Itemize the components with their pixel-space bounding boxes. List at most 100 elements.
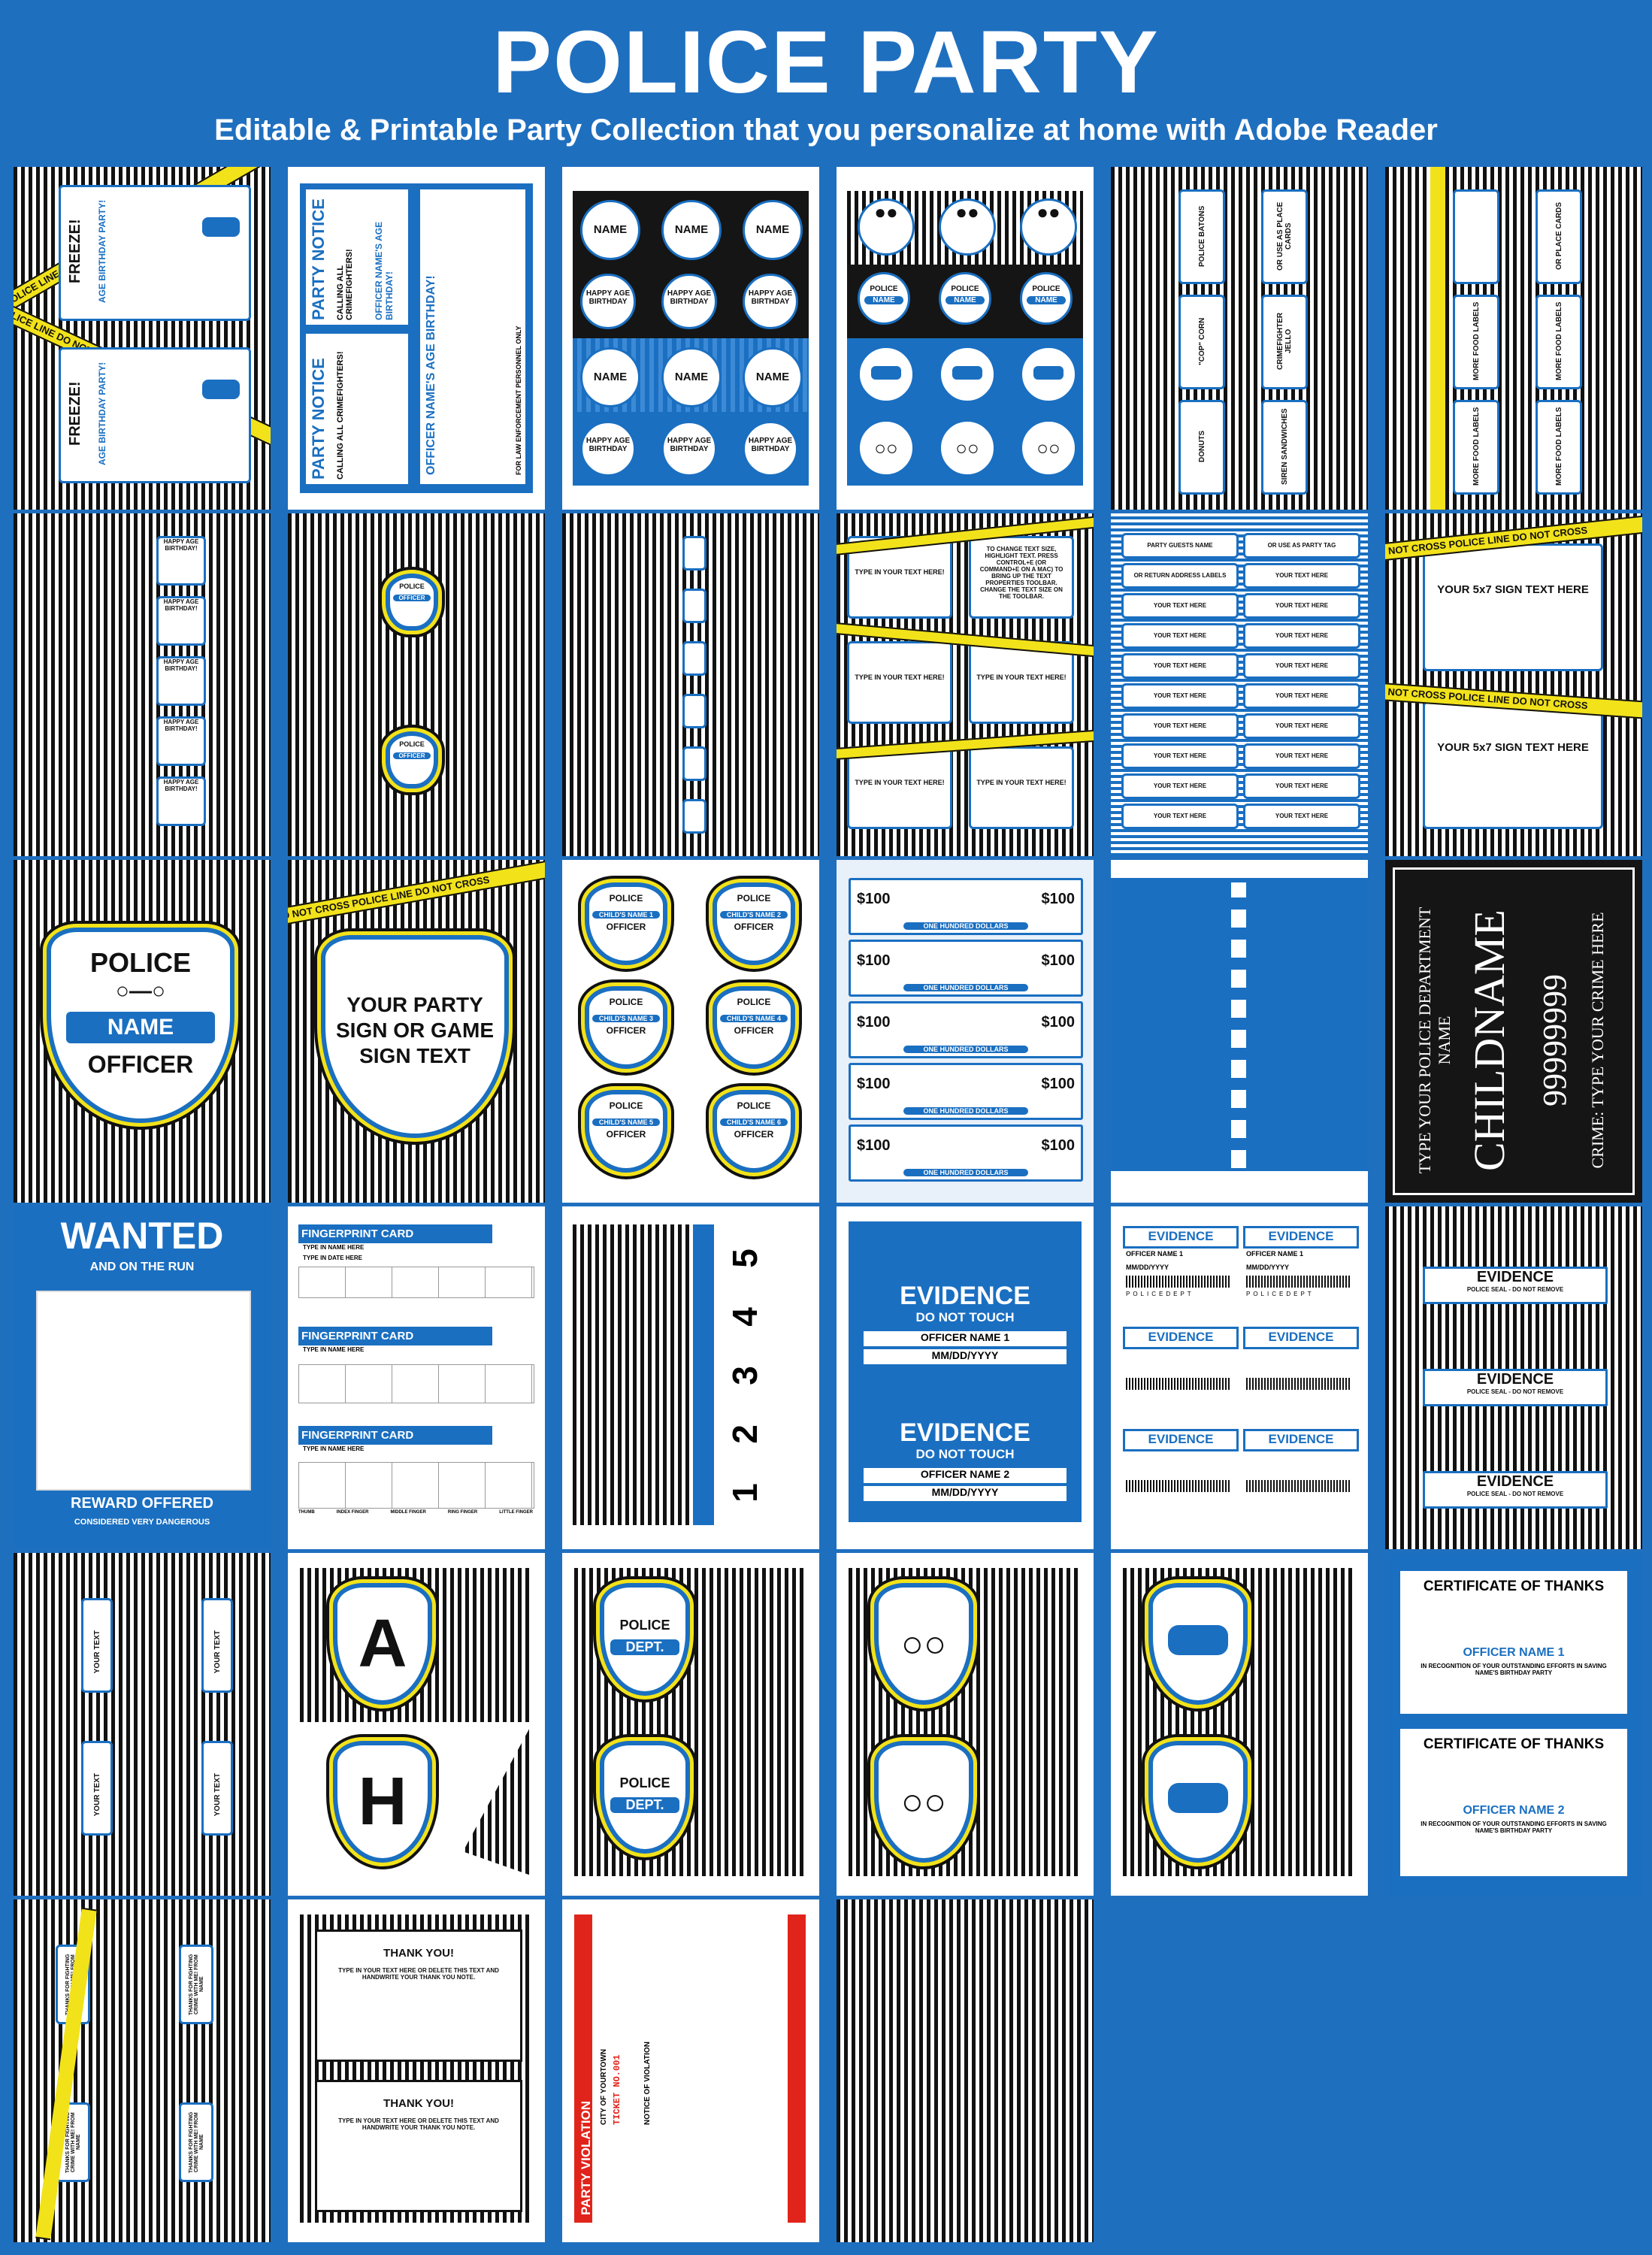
handcuffs-circle: ○○ [1020,419,1077,477]
card-napkin-bands[interactable]: YOUR TEXT YOUR TEXT YOUR TEXT YOUR TEXT [14,1553,271,1896]
card-evidence-tags[interactable]: EVIDENCE EVIDENCE OFFICER NAME 1 OFFICER… [1111,1206,1368,1549]
food-label: MORE FOOD LABELS [1453,295,1499,389]
band-text: YOUR TEXT [92,1773,101,1817]
fingerprint-boxes [298,1364,534,1403]
violation-city: CITY OF YOURTOWN [600,2048,608,2125]
happy-circle: HAPPY AGE BIRTHDAY [580,274,636,329]
card-cupcake-circles[interactable]: NAME NAME NAME HAPPY AGE BIRTHDAY HAPPY … [562,167,819,510]
card-pretzel-wrappers[interactable] [562,513,819,856]
text-tag: YOUR TEXT HERE [1243,713,1360,739]
card-candy-wrapper-happy[interactable]: HAPPY AGE BIRTHDAY! HAPPY AGE BIRTHDAY! … [14,513,271,856]
card-freeze-invitation[interactable]: POLICE LINE DO NOT CROSS POLICE LINE FRE… [14,167,271,510]
card-food-labels[interactable]: POLICE BATONS OR USE AS PLACE CARDS "COP… [1111,167,1368,510]
violation-notice: NOTICE OF VIOLATION [643,2042,652,2125]
certificate-line: IN RECOGNITION OF YOUR OUTSTANDING EFFOR… [1421,1821,1607,1834]
food-label: MORE FOOD LABELS [1453,400,1499,495]
invite-heading: FREEZE! [67,381,83,446]
notice-line: OFFICER NAME'S AGE BIRTHDAY! [425,275,437,475]
card-tags[interactable]: PARTY GUESTS NAME OR USE AS PARTY TAG OR… [1111,513,1368,856]
card-food-labels-2[interactable]: OR PLACE CARDS MORE FOOD LABELS MORE FOO… [1385,167,1642,510]
wrapper-label: HAPPY AGE BIRTHDAY! [156,536,206,586]
badge-officer-text: OFFICER [393,752,431,759]
badge-police-text: POLICE [609,997,643,1007]
text-tag: YOUR TEXT HERE [1121,623,1239,649]
card-fingerprint[interactable]: FINGERPRINT CARD TYPE IN NAME HERE TYPE … [288,1206,545,1549]
card-banner-car[interactable] [1111,1553,1368,1896]
car-label [682,589,706,623]
circle-row: NAME NAME NAME [573,338,809,412]
wrapper-label: HAPPY AGE BIRTHDAY! [156,776,206,826]
card-thank-you-notes[interactable]: THANK YOU!TYPE IN YOUR TEXT HERE OR DELE… [288,1899,545,2242]
notice-panel: PARTY NOTICE CALLING ALL CRIMEFIGHTERS! [306,334,408,484]
card-certificate[interactable]: CERTIFICATE OF THANKS OFFICER NAME 1 IN … [1385,1553,1642,1896]
sign-panel: YOUR 5x7 SIGN TEXT HERE [1423,543,1603,671]
happy-circle: HAPPY AGE BIRTHDAY [743,421,798,477]
card-wristbands[interactable] [1111,860,1368,1203]
badge-officer-text: OFFICER [606,1025,646,1036]
invite-line: AGE BIRTHDAY PARTY! [97,199,107,303]
evidence-sub: DO NOT TOUCH [915,1447,1015,1461]
food-label: CRIMEFIGHTER JELLO [1261,295,1308,389]
badge-circle: ●● [939,198,996,256]
card-evidence-markers[interactable]: 1 2 3 4 5 [562,1206,819,1549]
food-label: OR USE AS PLACE CARDS [1261,189,1308,284]
card-evidence-place[interactable]: EVIDENCE DO NOT TOUCH OFFICER NAME 1 MM/… [837,1206,1094,1549]
badge-child-name: CHILD'S NAME 5 [592,1118,660,1126]
mugshot-crime: CRIME: TYPE YOUR CRIME HERE [1588,912,1607,1169]
badge-officer-text: OFFICER [734,922,774,932]
text-tag: YOUR TEXT HERE [1243,563,1360,589]
wrapper-label: HAPPY AGE BIRTHDAY! [156,596,206,646]
reward-text: REWARD OFFERED [71,1495,213,1512]
card-banner-letters[interactable]: A H [288,1553,545,1896]
card-5x7-sign[interactable]: YOUR 5x7 SIGN TEXT HERE YOUR 5x7 SIGN TE… [1385,513,1642,856]
guest-tag: OR USE AS PARTY TAG [1243,533,1360,558]
card-party-notice[interactable]: PARTY NOTICE CALLING ALL CRIMEFIGHTERS! … [288,167,545,510]
money-label: ONE HUNDRED DOLLARS [903,984,1028,991]
police-tape-vertical [1430,167,1445,510]
name-circle: NAME [580,200,640,260]
return-tag: OR RETURN ADDRESS LABELS [1121,563,1239,589]
wrapper-text: HAPPY AGE BIRTHDAY! [163,658,199,672]
card-party-sign[interactable]: YOUR PARTY SIGN OR GAME SIGN TEXT DO NOT… [288,860,545,1203]
handcuffs-icon: ○○ [900,1623,947,1665]
thank-you-heading: THANK YOU! [383,2097,454,2110]
car-circle [939,346,996,403]
marker-number: 4 [725,1307,764,1327]
cuffs-label [682,536,706,571]
circle-row [847,338,1083,412]
card-wanted-poster[interactable]: WANTED AND ON THE RUN REWARD OFFERED CON… [14,1206,271,1549]
evidence-date: MM/DD/YYYY [864,1349,1067,1364]
certificate-panel: CERTIFICATE OF THANKS OFFICER NAME 2 IN … [1400,1729,1627,1876]
card-thanks-tags[interactable]: THANKS FOR FIGHTING CRIME WITH ME! FROM … [14,1899,271,2242]
card-text-cards[interactable]: TYPE IN YOUR TEXT HERE! TO CHANGE TEXT S… [837,513,1094,856]
card-party-violation[interactable]: PARTY VIOLATION CITY OF YOURTOWN TICKET … [562,1899,819,2242]
card-banner-cuffs[interactable]: ○○ ○○ [837,1553,1094,1896]
sign-text: YOUR 5x7 SIGN TEXT HERE [1437,583,1589,596]
police-car-icon [1033,366,1064,380]
thanks-tag-text: THANKS FOR FIGHTING CRIME WITH ME! FROM … [188,1954,204,2015]
card-stripes-paper[interactable] [837,1899,1094,2242]
evidence-tag-heading: EVIDENCE [1243,1226,1359,1249]
barcode-icon [1126,1276,1231,1288]
evidence-heading: EVIDENCE [900,1282,1030,1310]
police-car-icon [1168,1783,1228,1813]
card-badge-sign[interactable]: POLICE ○—○ NAME OFFICER [14,860,271,1203]
card-mugshot-sign[interactable]: TYPE YOUR POLICE DEPARTMENT NAME CHILDNA… [1385,860,1642,1203]
evidence-officer: OFFICER NAME 2 [864,1468,1067,1483]
name-pill: NAME [864,296,903,304]
photo-frame [36,1291,251,1491]
thanks-tag: THANKS FOR FIGHTING CRIME WITH ME! FROM … [179,2102,213,2182]
violation-heading: PARTY VIOLATION [579,2100,593,2215]
